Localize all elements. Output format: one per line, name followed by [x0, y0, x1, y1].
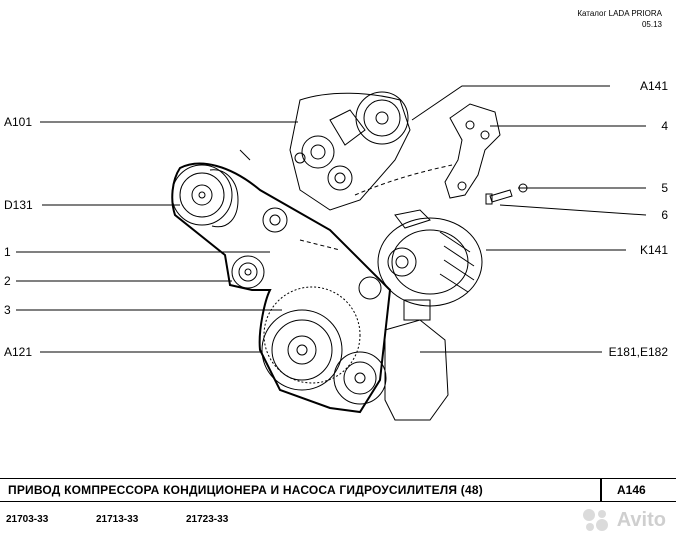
leader-a141: [411, 85, 610, 121]
engine-belt-diagram: [16, 85, 647, 421]
assembly-dashed-line: [354, 164, 453, 196]
washer-6: [518, 183, 528, 193]
avito-logo-icon: [582, 509, 608, 531]
alternator-body: [377, 217, 483, 307]
tensioner-roller: [301, 135, 335, 169]
catalog-date: 05.13: [641, 20, 662, 29]
catalog-header: Каталог LADA PRIORA 05.13: [577, 8, 662, 30]
callout-4: 4: [661, 119, 668, 133]
watermark-text: Avito: [616, 508, 666, 531]
callout-a101: A101: [4, 115, 33, 129]
tensioner-roller-2: [231, 255, 265, 289]
bolt-5: [489, 189, 513, 203]
model-code: 21703-33: [6, 514, 49, 525]
model-list: 21703-33 21713-33 21723-33: [0, 514, 676, 534]
callout-1: 1: [4, 245, 11, 259]
avito-watermark: Avito: [581, 506, 666, 534]
crankshaft-pulley: [261, 309, 343, 391]
title-bar: ПРИВОД КОМПРЕССОРА КОНДИЦИОНЕРА И НАСОСА…: [0, 478, 676, 502]
callout-2: 2: [4, 274, 11, 288]
model-code: 21723-33: [186, 514, 229, 525]
diagram-title: ПРИВОД КОМПРЕССОРА КОНДИЦИОНЕРА И НАСОСА…: [8, 483, 483, 497]
timing-gear: [263, 286, 361, 384]
callout-6: 6: [661, 208, 668, 222]
leader-6: [499, 204, 647, 216]
idler-roller-1: [262, 207, 288, 233]
callout-3: 3: [4, 303, 11, 317]
callout-k141: K141: [639, 243, 668, 257]
diagram-code: A146: [617, 483, 646, 497]
callout-5: 5: [661, 181, 668, 195]
model-code: 21713-33: [96, 514, 139, 525]
callout-a121: A121: [4, 345, 33, 359]
bracket-4: [444, 103, 501, 199]
title-divider: [600, 479, 602, 501]
drive-belt-3: [171, 162, 392, 414]
compressor-clutch: [333, 351, 387, 405]
callout-e181-e182: E181,E182: [608, 345, 668, 359]
compressor-body: [384, 319, 449, 421]
catalog-title: Каталог LADA PRIORA: [577, 9, 662, 18]
pump-pulley: [171, 164, 233, 226]
callout-a141: A141: [639, 79, 668, 93]
engine-block-outline: [289, 92, 411, 211]
callout-d131: D131: [4, 198, 33, 212]
